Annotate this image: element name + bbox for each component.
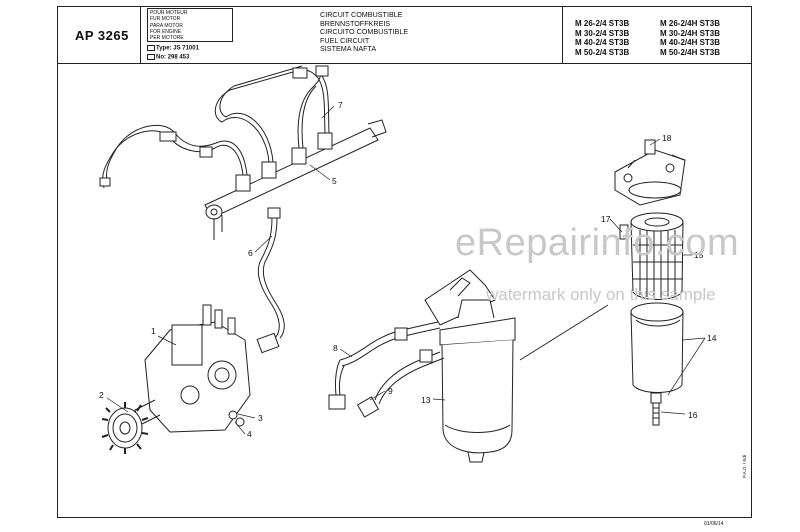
callout-18: 18 <box>662 133 672 143</box>
type-prefix: Type: <box>156 45 172 52</box>
page-frame <box>57 6 752 518</box>
engine-label: PER MOTORE <box>150 35 184 42</box>
callout-8: 8 <box>333 343 338 353</box>
side-note: P.A.O. / Edi <box>742 455 747 478</box>
header-separator <box>140 6 141 63</box>
engine-label: PARA MOTOR <box>150 22 183 29</box>
type-line: Type: JS 71001 <box>147 45 199 52</box>
model-item: M 50-2/4 ST3B <box>575 47 630 57</box>
title-fr: CIRCUIT COMBUSTIBLE <box>320 10 403 19</box>
model-item: M 26-2/4H ST3B <box>660 19 721 28</box>
page-code: AP 3265 <box>75 28 129 43</box>
callout-labels: 1 2 3 4 5 6 7 8 9 13 14 15 16 17 18 <box>99 100 717 439</box>
model-item: M 26-2/4 ST3B <box>575 19 630 28</box>
callout-16: 16 <box>688 410 698 420</box>
number-prefix: No: <box>156 54 166 61</box>
engine-label: POUR MOTEUR <box>150 10 188 16</box>
callout-14: 14 <box>707 333 717 343</box>
title-en: FUEL CIRCUIT <box>320 35 370 45</box>
callout-1: 1 <box>151 326 156 336</box>
title-it: SISTEMA NAFTA <box>320 44 377 54</box>
callout-7: 7 <box>338 100 343 110</box>
callout-4: 4 <box>247 429 252 439</box>
engine-label: FOR ENGINE <box>150 28 182 35</box>
model-item: M 40-2/4 ST3B <box>575 38 630 48</box>
fuel-rail-drawing <box>99 65 387 240</box>
model-item: M 50-2/4H ST3B <box>660 47 721 57</box>
water-separator-drawing <box>328 269 516 463</box>
model-item: M 30-2/4 ST3B <box>575 28 630 38</box>
title-de: BRENNSTOFFKREIS <box>320 18 391 28</box>
engine-language-box: POUR MOTEUR FUR MOTOR PARA MOTOR FOR ENG… <box>147 8 233 42</box>
injection-pump-drawing <box>101 304 251 454</box>
watermark-site: eRepairinfo.com <box>455 222 740 264</box>
callout-6: 6 <box>248 248 253 258</box>
number-line: No: 298 453 <box>147 54 189 61</box>
title-block: CIRCUIT COMBUSTIBLE BRENNSTOFFKREIS CIRC… <box>320 10 409 54</box>
filter-bowl-drawing <box>630 302 684 426</box>
return-line-drawing <box>256 207 285 354</box>
checkbox-icon <box>147 45 155 51</box>
title-es: CIRCUITO COMBUSTIBLE <box>320 27 409 37</box>
checkbox-icon <box>147 54 155 60</box>
filter-head-drawing <box>614 139 686 206</box>
type-value: JS 71001 <box>173 45 199 52</box>
callout-2: 2 <box>99 390 104 400</box>
section-divider <box>519 304 609 361</box>
header-divider <box>57 63 752 64</box>
model-list-left: M 26-2/4 ST3B M 30-2/4 ST3B M 40-2/4 ST3… <box>575 19 629 57</box>
callout-15: 15 <box>694 250 704 260</box>
callout-9: 9 <box>388 386 393 396</box>
callout-13: 13 <box>421 395 431 405</box>
page-date: 01/06/14 <box>704 521 724 527</box>
model-list-right: M 26-2/4H ST3B M 30-2/4H ST3B M 40-2/4H … <box>660 19 720 57</box>
engine-label: FUR MOTOR <box>150 16 181 23</box>
model-item: M 30-2/4H ST3B <box>660 28 721 38</box>
leader-lines <box>106 105 706 435</box>
header-separator <box>562 6 563 63</box>
callout-3: 3 <box>258 413 263 423</box>
number-value: 298 453 <box>167 54 190 61</box>
callout-5: 5 <box>332 176 337 186</box>
model-item: M 40-2/4H ST3B <box>660 38 721 48</box>
watermark-note: watermark only on this sample <box>486 285 716 304</box>
filter-element-drawing <box>619 212 684 300</box>
callout-17: 17 <box>601 214 611 224</box>
